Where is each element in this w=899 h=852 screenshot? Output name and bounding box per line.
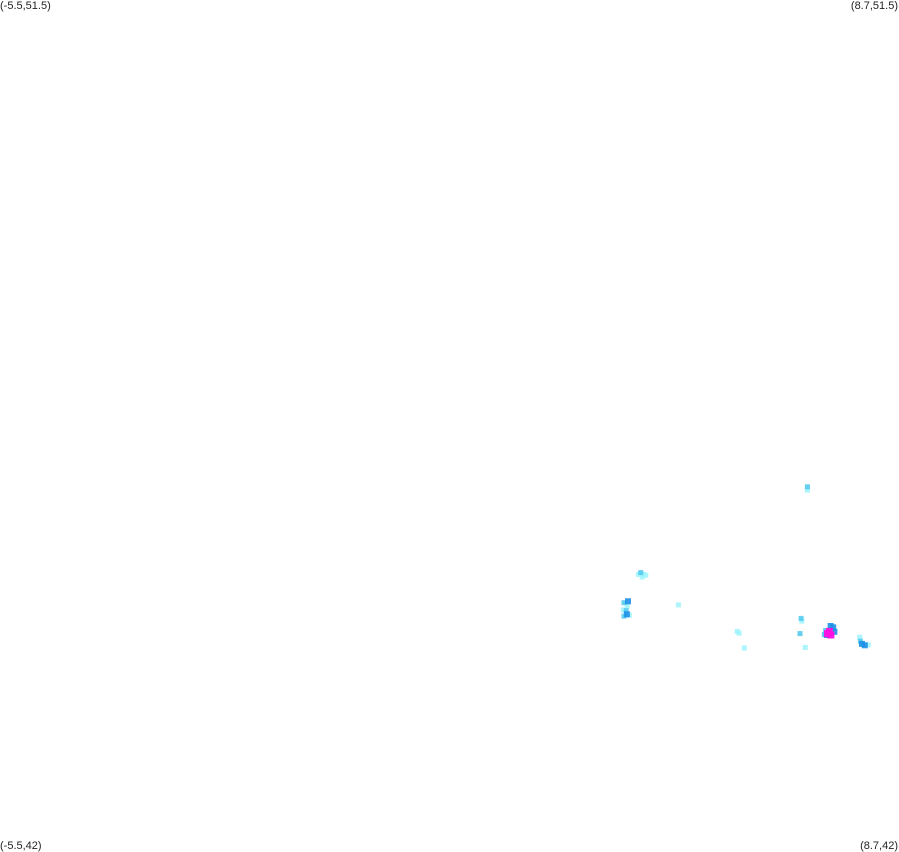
map-point-light [620, 607, 626, 613]
map-point-light [802, 645, 808, 650]
corner-label-top-left: (-5.5,51.5) [0, 0, 51, 12]
map-point-light [736, 630, 742, 636]
map-point-medium [797, 631, 803, 637]
map-point-medium [623, 608, 629, 614]
map-point-light [624, 603, 630, 609]
corner-label-bottom-left: (-5.5,42) [0, 840, 42, 852]
map-point-light [857, 634, 863, 640]
map-point-highlight [827, 631, 835, 639]
map-point-medium [798, 615, 804, 621]
map-point-light [865, 642, 871, 648]
map-point-light [643, 572, 649, 578]
map-point-light [639, 574, 645, 580]
map-point-light [675, 602, 681, 608]
map-point-light [804, 487, 810, 493]
data-points-layer [620, 484, 871, 651]
map-point-medium [638, 570, 644, 576]
map-point-medium [804, 484, 810, 490]
corner-label-bottom-right: (8.7,42) [860, 840, 898, 852]
map-point-light [741, 645, 747, 651]
map-point-dark [861, 642, 868, 649]
map-point-light [799, 618, 805, 624]
corner-label-top-right: (8.7,51.5) [850, 0, 898, 12]
map-point-medium [621, 600, 627, 606]
map-point-dark [623, 611, 630, 618]
map-point-dark [830, 624, 837, 631]
map-point-dark [625, 598, 631, 605]
